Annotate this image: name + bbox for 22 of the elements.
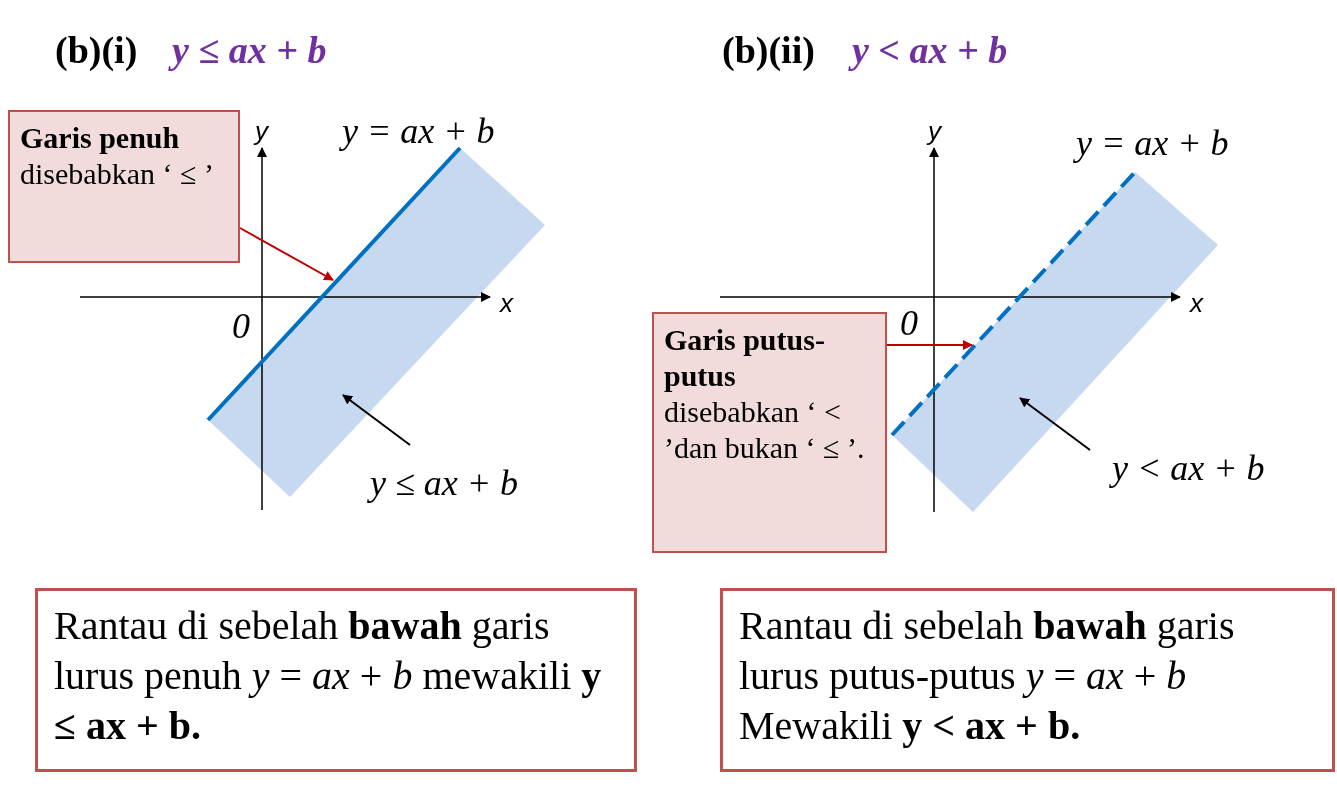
axis-label: y: [928, 116, 941, 147]
leader-arrow: [886, 340, 973, 350]
callout-text: Rantau di sebelah bawah garis lurus penuh y = ax + b mewakili y ≤ ax + b.: [54, 602, 603, 750]
callout-box: [652, 312, 887, 553]
origin-label: 0: [900, 302, 918, 344]
axis-label: x: [500, 288, 513, 319]
shaded-region: [892, 172, 1218, 512]
callout-text: Garis penuh disebabkan ‘ ≤ ’: [20, 120, 215, 192]
dashed-boundary-line: [890, 170, 1137, 437]
axis-label: y: [255, 116, 268, 147]
callout-text: Rantau di sebelah bawah garis lurus putus-putus y = ax + b Mewakili y < ax + b.: [739, 602, 1236, 750]
callout-box: [8, 110, 240, 263]
leader-arrow: [239, 227, 334, 281]
panel-heading: (b)(i): [55, 28, 138, 72]
explanation-box: [720, 588, 1335, 772]
callout-text: Garis putus-putus disebabkan ‘ < ’dan bukan ‘ ≤ ’.: [664, 322, 866, 466]
leader-arrow: [342, 394, 411, 446]
axis-label: x: [1190, 288, 1203, 319]
panel-heading: (b)(ii): [722, 28, 815, 72]
leader-arrow: [1019, 397, 1091, 451]
explanation-box: [35, 588, 637, 772]
origin-label: 0: [232, 305, 250, 347]
